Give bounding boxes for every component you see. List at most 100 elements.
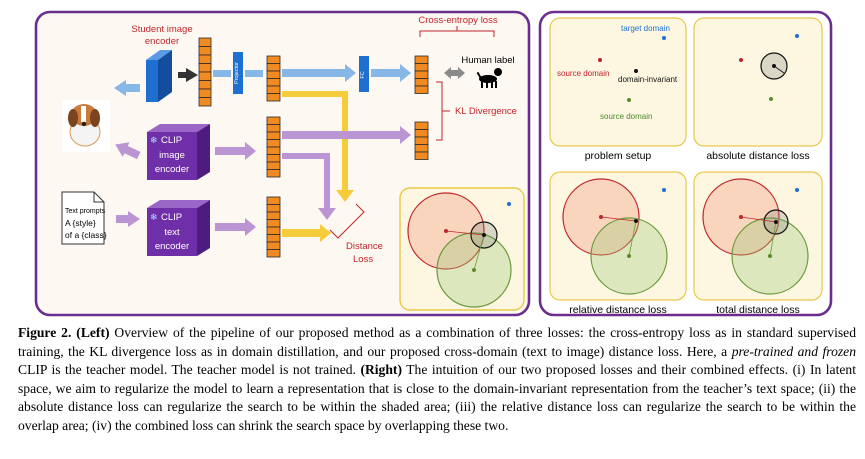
domain-invariant-label: domain-invariant — [618, 75, 678, 84]
target-domain-label: target domain — [621, 24, 670, 33]
feature-cell — [198, 80, 212, 90]
prompt-line1: Text prompts — [65, 208, 106, 215]
feature-cell — [414, 129, 429, 138]
human-label: Human label — [461, 55, 514, 66]
feature-cell — [414, 55, 429, 64]
feature-cell — [266, 139, 281, 148]
feature-cell — [266, 124, 281, 133]
prompt-line2: A {style} — [65, 218, 96, 228]
clip-text-line1: CLIP — [161, 212, 182, 223]
feature-cell — [198, 71, 212, 81]
arrow-to-logits — [371, 64, 411, 82]
feature-cell — [414, 63, 429, 72]
clip-text-line3: encoder — [155, 241, 189, 252]
feature-cell — [414, 151, 429, 160]
clip-image-encoder: ❄ CLIP image encoder — [147, 124, 210, 180]
feature-cell — [198, 97, 212, 107]
right-tag: (Right) — [360, 362, 402, 378]
feature-cell — [266, 241, 281, 250]
projector-label: Projector — [234, 62, 240, 84]
distance-line2: Loss — [353, 254, 373, 265]
cell-absolute-distance — [693, 17, 823, 147]
total-circles — [702, 178, 809, 295]
clip-text-line2: text — [164, 227, 180, 238]
caption-text-2: CLIP is the teacher model. The teacher m… — [18, 362, 361, 378]
student-label-line2: encoder — [145, 36, 179, 47]
relative-circles — [562, 178, 668, 295]
caption-text-1: Overview of the pipeline of our proposed… — [18, 325, 856, 359]
feature-cell — [266, 196, 281, 205]
ce-loss-label: Cross-entropy loss — [418, 15, 497, 26]
text-prompt-doc: Text prompts A {style} of a {class} — [61, 191, 107, 245]
arrow-clip-image-out — [215, 142, 256, 160]
projector-block — [233, 52, 243, 94]
feature-cell — [198, 54, 212, 64]
feature-cell — [266, 161, 281, 170]
arrow-to-student — [114, 80, 140, 96]
cell-label-2: relative distance loss — [569, 304, 666, 316]
feature-cell — [266, 169, 281, 178]
feature-cell — [266, 63, 281, 72]
feature-cell — [266, 131, 281, 140]
feature-cell — [266, 211, 281, 220]
double-arrow — [444, 67, 465, 79]
feature-cell — [266, 249, 281, 258]
clip-image-feature-column — [266, 116, 281, 178]
fc-block — [359, 56, 369, 92]
feature-cell — [414, 85, 429, 94]
clip-image-line3: encoder — [155, 164, 189, 175]
feature-cell — [266, 70, 281, 79]
kl-bracket — [436, 81, 450, 141]
feature-cell — [414, 78, 429, 87]
feature-cell — [266, 204, 281, 213]
arrow-clip-image-to-distance — [282, 153, 336, 220]
projected-feature-column — [266, 55, 281, 102]
source-domain-label: source domain — [557, 69, 609, 78]
student-logits-column — [414, 55, 429, 94]
feature-cell — [266, 55, 281, 64]
feature-cell — [266, 154, 281, 163]
cell-total-distance — [693, 171, 823, 301]
feature-cell — [198, 63, 212, 73]
feature-cell — [266, 85, 281, 94]
cell-label-1: absolute distance loss — [706, 150, 809, 162]
clip-image-line1: CLIP — [161, 135, 182, 146]
teacher-logits-column — [414, 121, 429, 160]
arrow-clip-text-out — [215, 218, 256, 236]
feature-cell — [266, 219, 281, 228]
arrow-clip-image-to-logits — [282, 126, 411, 144]
feature-cell — [198, 88, 212, 98]
cell-label-3: total distance loss — [716, 304, 799, 316]
feature-cell — [266, 78, 281, 87]
student-feature-column — [198, 37, 212, 107]
inset-distance-circles — [407, 192, 512, 308]
figure-caption: Figure 2. (Left) Overview of the pipelin… — [18, 324, 856, 436]
feature-cell — [414, 144, 429, 153]
arrow-to-clip-image — [115, 142, 141, 160]
arrow-clip-text-to-distance — [282, 224, 331, 242]
ce-bracket — [419, 26, 495, 37]
figure-label: Figure 2. — [18, 325, 72, 340]
feature-cell — [414, 70, 429, 79]
dog-image — [62, 100, 110, 152]
snowflake-icon: ❄ — [150, 135, 158, 145]
snowflake-icon: ❄ — [150, 212, 158, 222]
student-label-line1: Student image — [131, 24, 192, 35]
arrow-projected-to-distance — [282, 91, 354, 202]
figure-diagram: Student image encoder ❄ CLIP image encod… — [34, 10, 833, 317]
cell-label-0: problem setup — [585, 150, 652, 162]
distance-bracket — [329, 203, 365, 239]
feature-cell — [414, 121, 429, 130]
arrow-to-clip-text — [116, 211, 140, 227]
cell-relative-distance — [549, 171, 687, 301]
feature-cell — [266, 93, 281, 102]
feature-cell — [266, 116, 281, 125]
caption-italic: pre-trained and frozen — [731, 343, 857, 359]
student-encoder-cube — [146, 50, 172, 102]
feature-cell — [414, 136, 429, 145]
source-domain-green-label: source domain — [600, 112, 652, 121]
feature-cell — [266, 146, 281, 155]
fc-label: FC — [360, 71, 366, 78]
feature-cell — [198, 46, 212, 56]
